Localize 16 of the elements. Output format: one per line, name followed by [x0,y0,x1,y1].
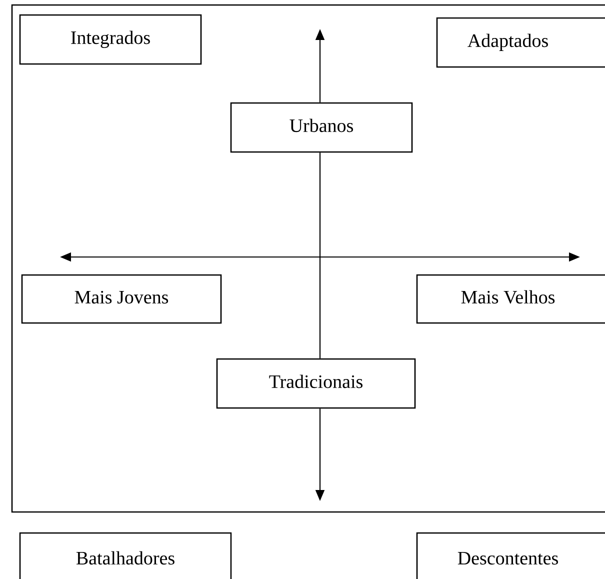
box-label: Adaptados [468,34,548,51]
box-label: Batalhadores [76,551,174,565]
label-box [230,102,413,153]
label-box [416,532,605,579]
label-box [19,14,202,65]
box-label: Tradicionais [269,374,362,388]
label-box [416,274,605,324]
label-box [216,358,416,409]
box-label: Descontentes [458,552,558,565]
box-label: Urbanos [290,118,353,132]
label-box [19,532,232,579]
label-box [21,274,222,324]
box-label: Integrados [71,30,150,48]
box-label: Mais Jovens [74,290,168,304]
box-label: Mais Velhos [461,290,555,304]
label-box [436,17,605,68]
